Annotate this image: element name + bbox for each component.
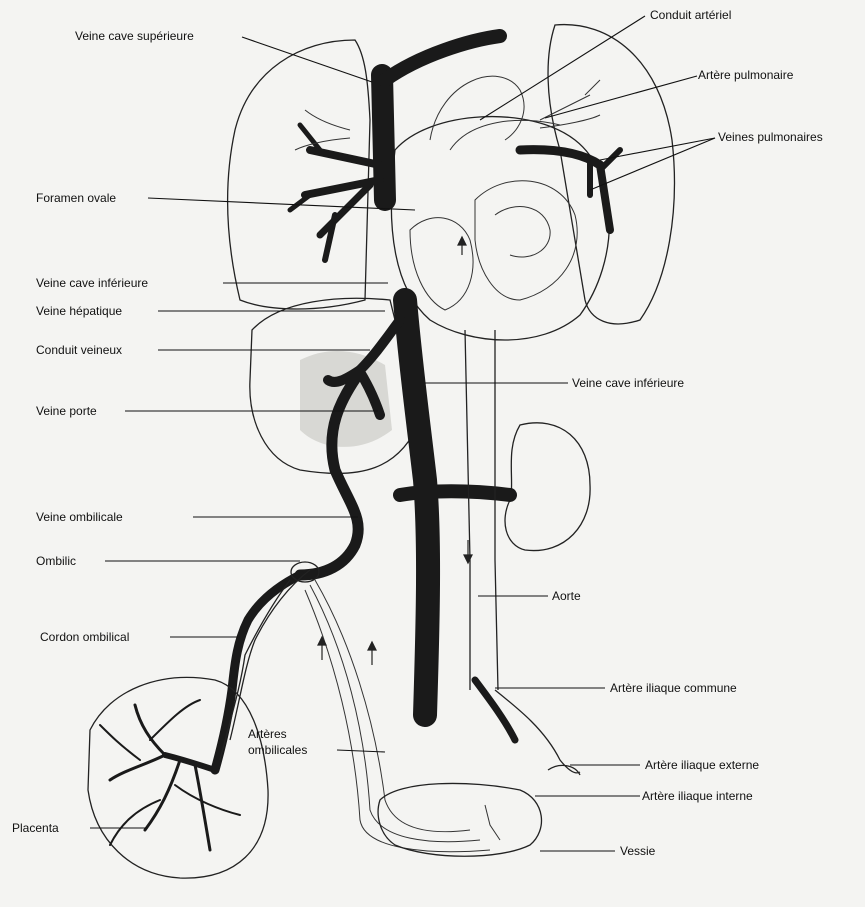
label-arteres-ombilicales-line1: Artères: [248, 727, 287, 741]
label-artere-iliaque-externe: Artère iliaque externe: [645, 758, 759, 772]
heart: [391, 76, 609, 340]
right-lung: [228, 40, 370, 309]
label-veine-cave-inferieure-upper: Veine cave inférieure: [36, 276, 148, 290]
label-veine-cave-superieure: Veine cave supérieure: [75, 29, 194, 43]
lungs: [228, 25, 675, 324]
descending-aorta: [465, 330, 498, 690]
label-veine-hepatique: Veine hépatique: [36, 304, 122, 318]
label-vessie: Vessie: [620, 844, 656, 858]
label-aorte: Aorte: [552, 589, 581, 603]
umbilical-arteries-path: [305, 580, 490, 852]
label-veine-cave-inferieure-lower: Veine cave inférieure: [572, 376, 684, 390]
leader-lines: [90, 16, 715, 851]
label-arteres-ombilicales-line2: ombilicales: [248, 743, 307, 757]
label-foramen-ovale: Foramen ovale: [36, 191, 116, 205]
left-pulmonary-veins: [520, 150, 620, 230]
brachiocephalic-vein: [385, 36, 500, 80]
label-cordon-ombilical: Cordon ombilical: [40, 630, 129, 644]
label-ombilic: Ombilic: [36, 554, 76, 568]
left-common-iliac: [475, 680, 515, 740]
label-artere-iliaque-commune: Artère iliaque commune: [610, 681, 737, 695]
inner-chamber: [495, 207, 550, 257]
label-artere-pulmonaire: Artère pulmonaire: [698, 68, 794, 82]
label-placenta: Placenta: [12, 821, 59, 835]
left-lung: [548, 25, 674, 324]
label-veines-pulmonaires: Veines pulmonaires: [718, 130, 823, 144]
label-veine-porte: Veine porte: [36, 404, 97, 418]
bladder: [378, 783, 541, 856]
arch-aorta: [430, 76, 524, 140]
left-ventricle: [475, 181, 577, 300]
label-artere-iliaque-interne: Artère iliaque interne: [642, 789, 753, 803]
renal-vein: [400, 491, 510, 495]
right-ventricle: [410, 218, 473, 310]
inferior-vena-cava: [405, 300, 428, 715]
label-veine-ombilicale: Veine ombilicale: [36, 510, 123, 524]
label-conduit-arteriel: Conduit artériel: [650, 8, 731, 22]
placenta-organ: [88, 677, 268, 878]
label-conduit-veineux: Conduit veineux: [36, 343, 122, 357]
kidney: [505, 423, 590, 551]
